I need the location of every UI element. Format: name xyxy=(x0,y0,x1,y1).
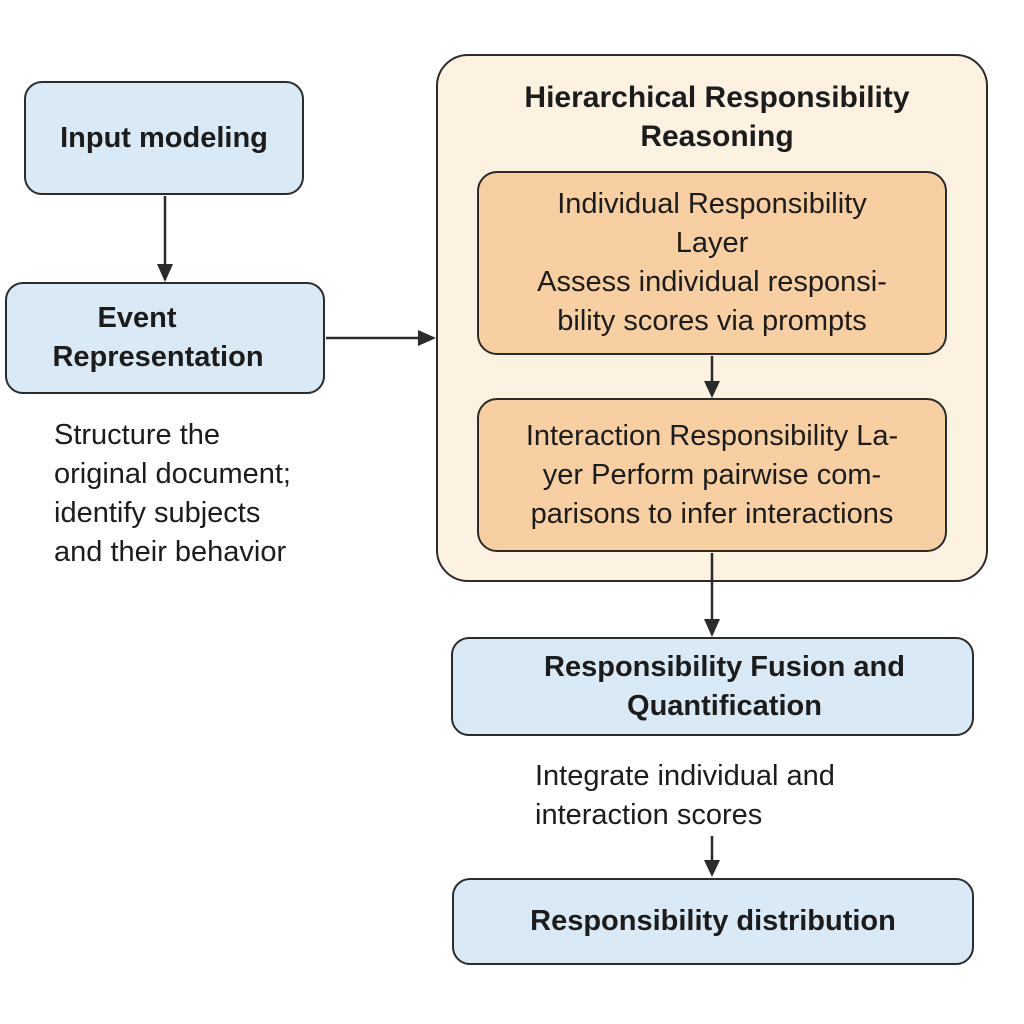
hierarchical-title: Hierarchical Responsibility Reasoning xyxy=(524,81,910,153)
arrow-interaction-to-fusion-head xyxy=(704,619,720,637)
fusion-caption: Integrate individual and interaction sco… xyxy=(535,760,835,831)
arrow-individual-to-interaction-head xyxy=(704,381,720,398)
interaction-responsibility-layer-node: Interaction Responsibility La- yer Perfo… xyxy=(477,398,947,552)
event-representation-node: Event Representation xyxy=(5,282,325,394)
event-caption: Structure the original document; identif… xyxy=(54,419,291,568)
arrow-event-to-panel-head xyxy=(418,330,436,346)
input-modeling-node: Input modeling xyxy=(24,81,304,195)
responsibility-distribution-node: Responsibility distribution xyxy=(452,878,974,965)
arrow-input-to-event-head xyxy=(157,264,173,282)
individual-responsibility-layer-node: Individual Responsibility Layer Assess i… xyxy=(477,171,947,355)
responsibility-fusion-node: Responsibility Fusion and Quantification xyxy=(451,637,974,736)
arrow-fusion-to-distribution-head xyxy=(704,860,720,877)
